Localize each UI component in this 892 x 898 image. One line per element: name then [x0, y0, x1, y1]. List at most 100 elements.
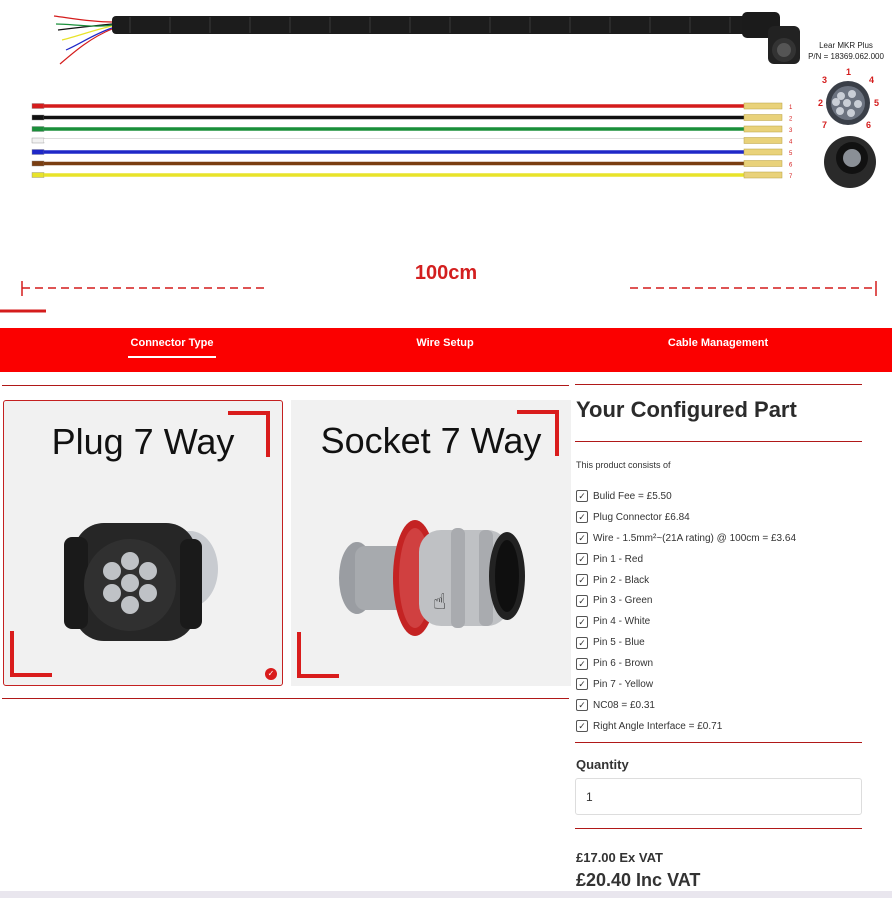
option-title: Socket 7 Way: [320, 420, 542, 461]
consists-label: This product consists of: [576, 460, 671, 470]
wire-pin-4: 4: [31, 137, 793, 146]
loose-wire-ends: [53, 15, 113, 65]
item-label: Pin 6 - Brown: [593, 658, 654, 670]
configurator-tabs: Connector Type Wire Setup Cable Manageme…: [0, 328, 892, 372]
connector-caption: Lear MKR Plus P/N = 18369.062.000: [800, 40, 892, 62]
checkbox-checked-icon[interactable]: ✓: [576, 532, 588, 545]
quantity-input[interactable]: [575, 778, 862, 815]
item-label: Plug Connector £6.84: [593, 511, 690, 523]
wire-pin-number: 1: [789, 105, 793, 111]
list-item[interactable]: ✓ Pin 2 - Black: [576, 570, 866, 591]
pinout-number: 4: [869, 75, 874, 85]
pinout-number: 1: [846, 67, 851, 77]
summary-top-divider: [575, 384, 862, 385]
wire-pin-1: 1: [31, 102, 793, 111]
item-label: Pin 1 - Red: [593, 553, 644, 565]
wire-pin-number: 7: [789, 174, 793, 180]
list-item[interactable]: ✓ Plug Connector £6.84: [576, 507, 866, 528]
wire-pin-number: 3: [789, 128, 793, 134]
bottom-scroll-strip: [0, 891, 892, 898]
selected-check-icon: ✓: [265, 668, 277, 680]
pinout-number: 7: [822, 120, 827, 130]
price-top-divider: [575, 828, 862, 829]
tab-cable-management[interactable]: Cable Management: [662, 328, 774, 372]
pinout-number: 6: [866, 120, 871, 130]
corner-bracket: [517, 410, 559, 456]
quantity-label: Quantity: [576, 757, 629, 772]
wire-bundle: 1 2 3 4 5 6 7: [31, 102, 793, 180]
hand-cursor-icon: ☝: [433, 590, 447, 615]
option-plug-7-way[interactable]: Plug 7 Way ✓: [3, 400, 283, 686]
checkbox-checked-icon[interactable]: ✓: [576, 511, 588, 524]
quantity-top-divider: [575, 742, 862, 743]
wire-pin-number: 4: [789, 140, 793, 146]
item-label: Bulid Fee = £5.50: [593, 490, 672, 502]
checkbox-checked-icon[interactable]: ✓: [576, 657, 588, 670]
wire-pin-2: 2: [31, 114, 793, 123]
connector-side-view: [824, 136, 876, 188]
item-label: Pin 3 - Green: [593, 595, 653, 607]
list-item[interactable]: ✓ Pin 3 - Green: [576, 590, 866, 611]
checkbox-checked-icon[interactable]: ✓: [576, 678, 588, 691]
pinout-face-view: 1 2 3 4 5 6 7: [818, 67, 879, 130]
plug-connector-image: [64, 523, 218, 641]
checkbox-checked-icon[interactable]: ✓: [576, 553, 588, 566]
checkbox-checked-icon[interactable]: ✓: [576, 720, 588, 733]
wire-pin-7: 7: [31, 171, 793, 180]
option-socket-7-way[interactable]: Socket 7 Way ☝: [291, 400, 571, 686]
summary-title: Your Configured Part: [576, 397, 797, 422]
options-top-divider: [2, 385, 569, 386]
wire-pin-number: 2: [789, 117, 793, 123]
price-inc-vat: £20.40 Inc VAT: [576, 870, 701, 890]
list-item[interactable]: ✓ Bulid Fee = £5.50: [576, 486, 866, 507]
tab-wire-setup[interactable]: Wire Setup: [416, 337, 474, 349]
pinout-number: 2: [818, 98, 823, 108]
wire-pin-6: 6: [31, 160, 793, 169]
cable-drawing: 1 2 3 4 5 6 7 1 2 3 4 5 6 7: [0, 12, 879, 313]
connector-name: Lear MKR Plus: [819, 41, 873, 50]
checkbox-checked-icon[interactable]: ✓: [576, 615, 588, 628]
socket-connector-image: [339, 520, 525, 636]
checkbox-checked-icon[interactable]: ✓: [576, 490, 588, 503]
pinout-number: 5: [874, 98, 879, 108]
list-item[interactable]: ✓ NC08 = £0.31: [576, 695, 866, 716]
dimension-line: [0, 281, 877, 313]
list-item[interactable]: ✓ Pin 5 - Blue: [576, 632, 866, 653]
right-angle-connector: [742, 12, 800, 64]
item-label: Right Angle Interface = £0.71: [593, 720, 723, 732]
item-label: Wire - 1.5mm²~(21A rating) @ 100cm = £3.…: [593, 532, 797, 544]
checkbox-checked-icon[interactable]: ✓: [576, 699, 588, 712]
wire-pin-number: 5: [789, 151, 793, 157]
corner-bracket: [10, 631, 52, 677]
item-label: Pin 2 - Black: [593, 574, 650, 586]
list-item[interactable]: ✓ Pin 6 - Brown: [576, 653, 866, 674]
option-title: Plug 7 Way: [51, 421, 235, 462]
wire-pin-5: 5: [31, 148, 793, 157]
component-list: ✓ Bulid Fee = £5.50 ✓ Plug Connector £6.84…: [576, 486, 866, 737]
item-label: Pin 5 - Blue: [593, 637, 645, 649]
wire-pin-number: 6: [789, 163, 793, 169]
corner-bracket: [228, 411, 270, 457]
item-label: Pin 7 - Yellow: [593, 678, 654, 690]
checkbox-checked-icon[interactable]: ✓: [576, 636, 588, 649]
price-ex-vat: £17.00 Ex VAT: [576, 850, 663, 865]
list-item[interactable]: ✓ Right Angle Interface = £0.71: [576, 716, 866, 737]
tab-cable-management-label: Cable Management: [667, 337, 769, 349]
checkbox-checked-icon[interactable]: ✓: [576, 574, 588, 586]
list-item[interactable]: ✓ Wire - 1.5mm²~(21A rating) @ 100cm = £3…: [576, 528, 866, 549]
item-label: NC08 = £0.31: [593, 699, 655, 711]
item-label: Pin 4 - White: [593, 616, 651, 628]
options-bottom-divider: [2, 698, 569, 699]
list-item[interactable]: ✓ Pin 1 - Red: [576, 549, 866, 570]
cable-length-label: 100cm: [414, 262, 478, 284]
list-item[interactable]: ✓ Pin 7 - Yellow: [576, 674, 866, 695]
connector-part-number: P/N = 18369.062.000: [808, 52, 884, 61]
list-item[interactable]: ✓ Pin 4 - White: [576, 611, 866, 632]
wire-pin-3: 3: [31, 125, 793, 134]
pinout-number: 3: [822, 75, 827, 85]
tab-connector-type[interactable]: Connector Type: [128, 328, 216, 372]
checkbox-checked-icon[interactable]: ✓: [576, 594, 588, 607]
summary-title-divider: [575, 441, 862, 442]
cable-sleeve: [112, 16, 752, 34]
